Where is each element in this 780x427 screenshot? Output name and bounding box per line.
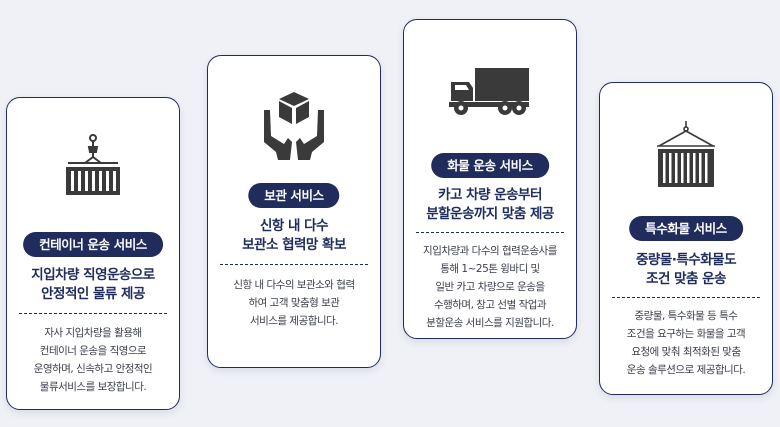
- service-headline: 카고 차량 운송부터 분할운송까지 맞춤 제공: [426, 187, 554, 222]
- service-card-freight: 화물 운송 서비스 카고 차량 운송부터 분할운송까지 맞춤 제공 지입차량과 …: [403, 19, 577, 339]
- service-title-badge: 화물 운송 서비스: [431, 153, 549, 178]
- divider: [19, 313, 167, 314]
- service-card-special-cargo: 특수화물 서비스 중량물·특수화물도 조건 맞춤 운송 중량물, 특수화물 등 …: [599, 82, 773, 395]
- service-headline: 지입차량 직영운송으로 안정적인 물류 제공: [31, 267, 155, 302]
- service-description: 자사 지입차량을 활용해 컨테이너 운송을 직영으로 운영하며, 신속하고 안정…: [33, 327, 153, 393]
- hanging-container-icon: [657, 121, 715, 187]
- service-headline: 중량물·특수화물도 조건 맞춤 운송: [636, 252, 737, 287]
- service-description: 지입차량과 다수의 협력운송사를 통해 1~25톤 윙바디 및 일반 카고 차량…: [423, 245, 557, 329]
- service-description: 신항 내 다수의 보관소와 협력 하여 고객 맞춤형 보관 서비스를 제공합니다…: [233, 279, 355, 327]
- delivery-truck-icon: [449, 68, 529, 115]
- cargo-container-icon: [66, 134, 120, 195]
- divider: [612, 297, 760, 298]
- service-title-badge: 특수화물 서비스: [629, 216, 743, 241]
- service-card-container: 컨테이너 운송 서비스 지입차량 직영운송으로 안정적인 물류 제공 자사 지입…: [6, 97, 180, 410]
- service-card-storage: 보관 서비스 신항 내 다수 보관소 협력망 확보 신항 내 다수의 보관소와 …: [207, 55, 381, 368]
- divider: [220, 264, 368, 265]
- divider: [416, 232, 564, 233]
- hands-holding-box-icon: [264, 92, 324, 160]
- service-title-badge: 컨테이너 운송 서비스: [23, 232, 163, 257]
- service-title-badge: 보관 서비스: [248, 183, 340, 208]
- service-headline: 신항 내 다수 보관소 협력망 확보: [242, 218, 346, 253]
- service-description: 중량물, 특수화물 등 특수 조건을 요구하는 화물을 고객 요청에 맞춰 최적…: [626, 310, 746, 376]
